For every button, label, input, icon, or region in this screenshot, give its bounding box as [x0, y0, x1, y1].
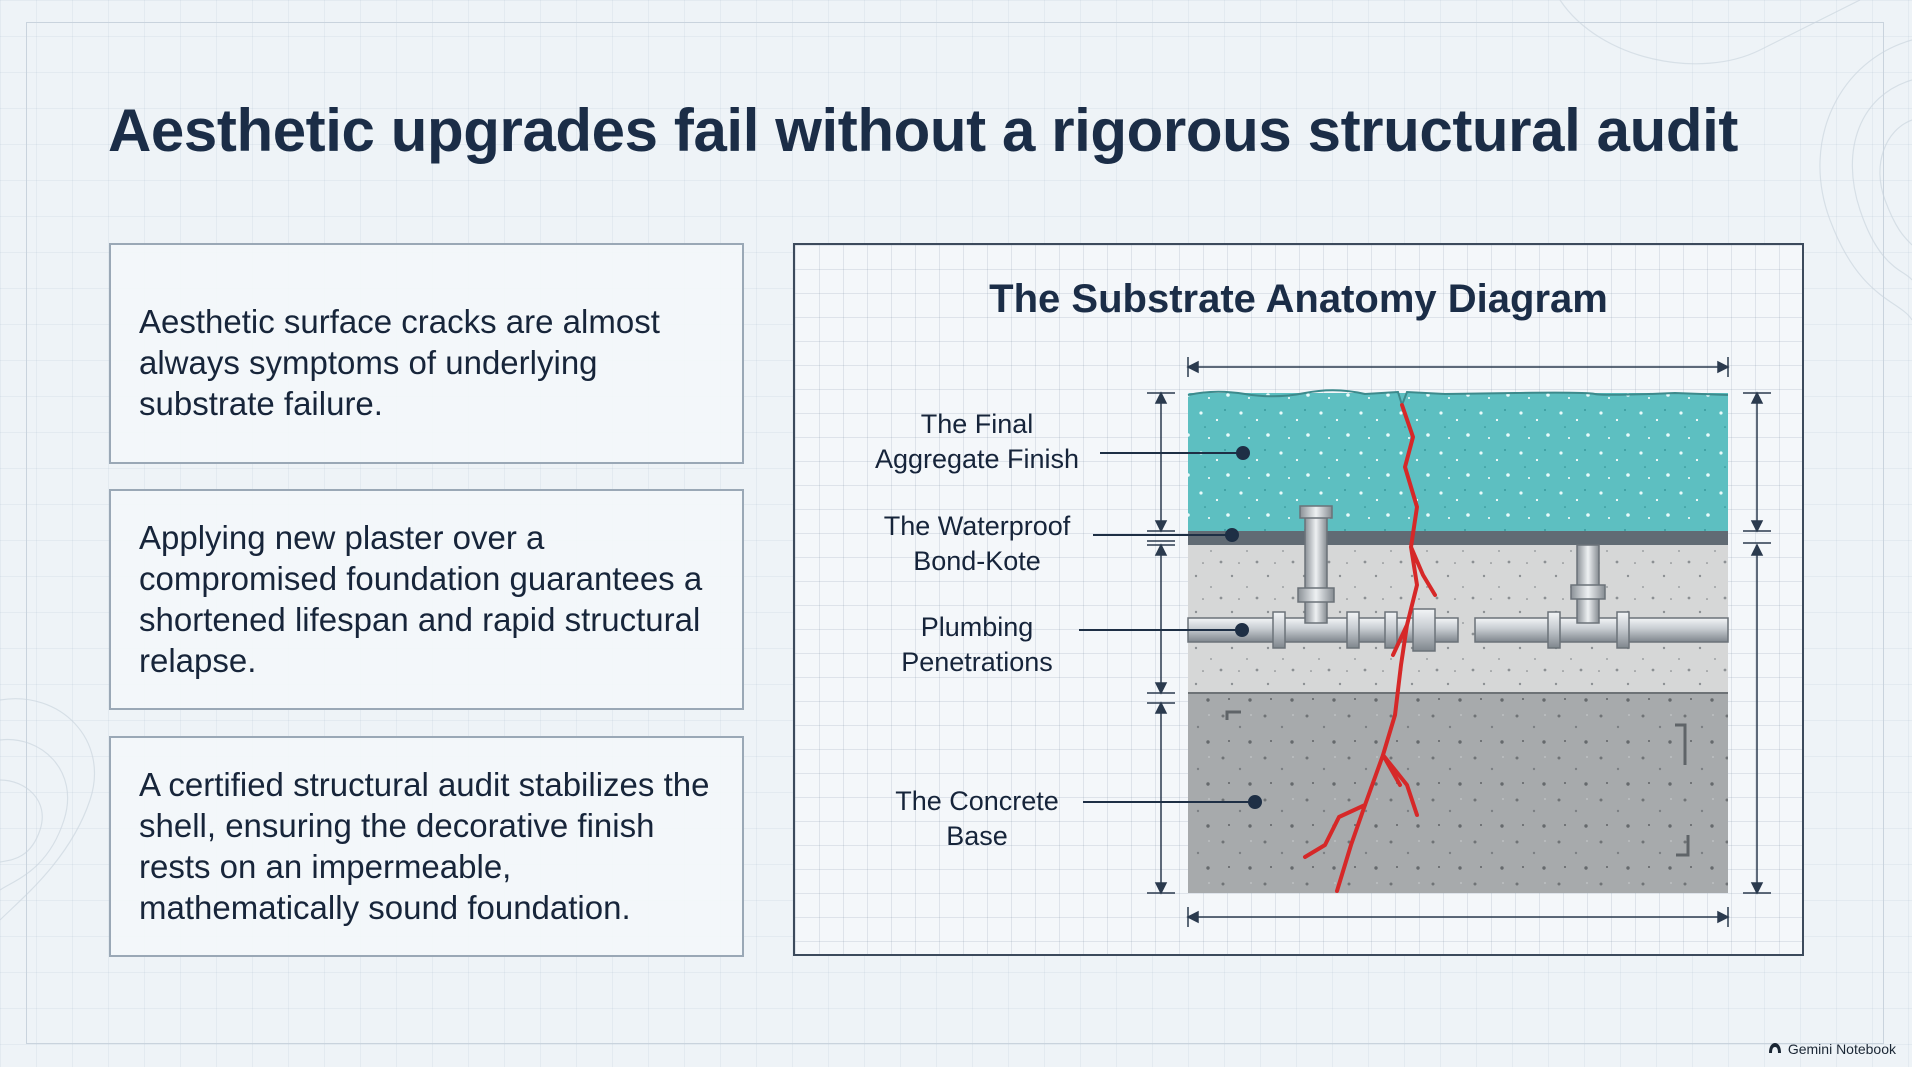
gemini-logo-icon [1768, 1041, 1782, 1057]
layer-label-concrete-base: The Concrete Base [895, 786, 1059, 851]
point-card-2: Applying new plaster over a compromised … [109, 489, 744, 710]
leader-lines [1079, 446, 1262, 809]
layer-label-plumbing: Plumbing Penetrations [901, 612, 1053, 677]
point-card-1: Aesthetic surface cracks are almost alwa… [109, 243, 744, 464]
dimension-lines [1147, 357, 1771, 927]
point-card-3: A certified structural audit stabilizes … [109, 736, 744, 957]
slide-title: Aesthetic upgrades fail without a rigoro… [108, 97, 1738, 164]
layer-label-aggregate-finish: The Final Aggregate Finish [874, 409, 1080, 474]
substrate-cross-section [1079, 357, 1771, 927]
plumbing-pipes [1187, 505, 1729, 652]
layer-concrete-base [1188, 692, 1728, 893]
point-card-text: Aesthetic surface cracks are almost alwa… [139, 303, 660, 422]
layer-bond-kote [1188, 531, 1728, 545]
structural-crack [1303, 403, 1437, 893]
footer-brand: Gemini Notebook [1768, 1041, 1896, 1057]
layer-aggregate-finish [1187, 389, 1729, 531]
footer-brand-label: Gemini Notebook [1787, 1041, 1896, 1057]
point-card-text: A certified structural audit stabilizes … [139, 766, 710, 926]
slide-frame [26, 22, 1884, 1044]
diagram-panel: The Substrate Anatomy Diagram The Final … [793, 243, 1804, 956]
point-card-text: Applying new plaster over a compromised … [139, 519, 703, 679]
layer-label-bond-kote: The Waterproof Bond-Kote [883, 511, 1071, 576]
diagram-title: The Substrate Anatomy Diagram [989, 277, 1608, 321]
